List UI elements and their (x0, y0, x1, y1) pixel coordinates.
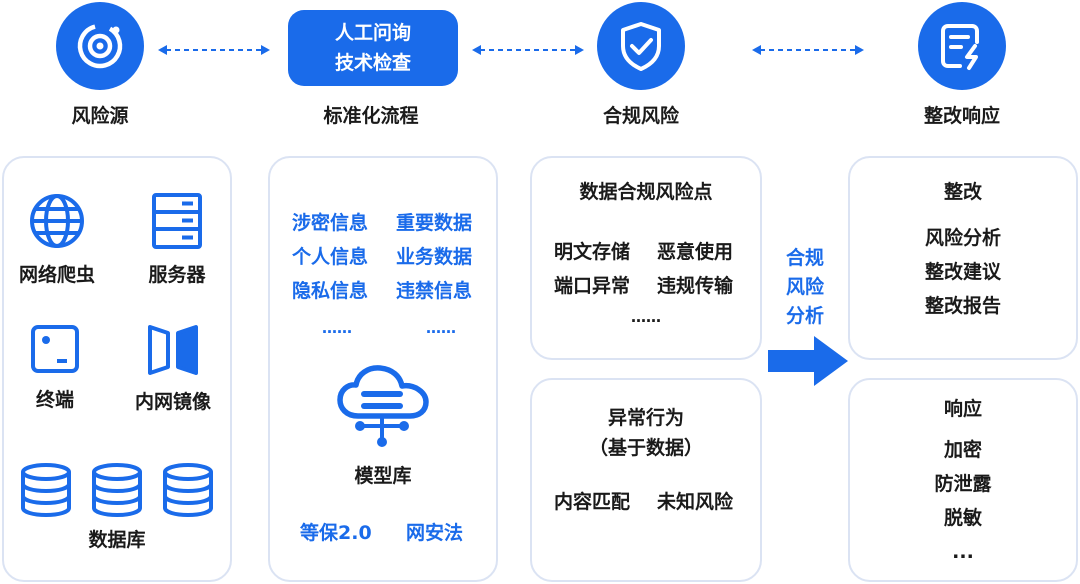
server-icon (152, 193, 202, 249)
shield-check-icon (597, 2, 685, 90)
process-pill-line1: 人工问询 (334, 22, 411, 44)
anomaly-item: 未知风险 (657, 491, 734, 513)
mirror-icon (148, 325, 198, 375)
anomaly-title: 异常行为 （基于数据） (530, 403, 762, 463)
rectify-item: 整改报告 (924, 295, 1001, 317)
rectify-item: 风险分析 (924, 227, 1001, 249)
risk-point-item: 端口异常 (554, 275, 631, 297)
risk-point-more: …… (631, 308, 661, 326)
rectify-item: 整改建议 (924, 261, 1001, 283)
model-library-label: 模型库 (354, 465, 412, 487)
crawler-label: 网络爬虫 (18, 264, 95, 286)
anomaly-panel (530, 378, 762, 582)
respond-item: ... (952, 541, 974, 563)
rectify-list: 风险分析 整改建议 整改报告 (848, 221, 1078, 323)
info-item: 涉密信息 (292, 212, 369, 234)
info-item: 重要数据 (396, 212, 473, 234)
anomaly-item: 内容匹配 (554, 491, 631, 513)
compliance-label: 合规风险 (602, 105, 679, 127)
analysis-label-line2: 风险 (785, 276, 824, 298)
mirror-label: 内网镜像 (134, 391, 211, 413)
database-icon (21, 463, 213, 518)
database-label: 数据库 (88, 529, 146, 551)
report-edit-icon (918, 2, 1006, 90)
terminal-item: 终端 (10, 323, 100, 412)
server-label: 服务器 (148, 264, 206, 286)
info-column-1: 涉密信息 个人信息 隐私信息 …… (292, 206, 382, 348)
process-pill-line2: 技术检查 (334, 52, 411, 74)
cloud-network-icon (337, 365, 429, 447)
respond-panel (848, 378, 1078, 582)
info-item: …… (426, 319, 456, 337)
compliance-points-title: 数据合规风险点 (579, 181, 713, 203)
dashed-double-arrow (752, 42, 864, 56)
process-label: 标准化流程 (323, 105, 419, 127)
respond-item: 防泄露 (934, 473, 992, 495)
respond-list: 加密 防泄露 脱敏 ... (848, 433, 1078, 569)
right-arrow-icon (768, 336, 848, 386)
dashed-double-arrow (158, 42, 270, 56)
rectify-panel (848, 156, 1078, 360)
standard-djbh: 等保2.0 (300, 522, 372, 544)
respond-item: 脱敏 (943, 507, 982, 529)
respond-title: 响应 (943, 398, 982, 420)
dashed-double-arrow (472, 42, 584, 56)
response-label: 整改响应 (923, 105, 1000, 127)
analysis-label: 合规 风险 分析 (768, 244, 842, 331)
info-item: …… (322, 319, 352, 337)
risk-point-item: 违规传输 (657, 275, 734, 297)
risk-source-label: 风险源 (71, 105, 129, 127)
points-column-2: 恶意使用 违规传输 (657, 235, 733, 303)
risk-point-item: 明文存储 (554, 241, 631, 263)
analysis-label-line1: 合规 (785, 247, 824, 269)
terminal-label: 终端 (35, 389, 74, 411)
server-item: 服务器 (132, 192, 222, 287)
compliance-points-panel (530, 156, 762, 360)
info-item: 违禁信息 (396, 280, 473, 302)
risk-source-icon (56, 2, 144, 90)
info-item: 隐私信息 (292, 280, 369, 302)
globe-icon (30, 194, 84, 248)
process-pill: 人工问询 技术检查 (288, 10, 458, 86)
mirror-item: 内网镜像 (128, 323, 218, 414)
anomaly-title-line2: （基于数据） (588, 437, 703, 459)
info-column-2: 重要数据 业务数据 违禁信息 …… (396, 206, 486, 348)
points-column-1: 明文存储 端口异常 (554, 235, 630, 303)
risk-point-item: 恶意使用 (657, 241, 734, 263)
rectify-title: 整改 (943, 181, 982, 203)
info-item: 个人信息 (292, 246, 369, 268)
info-item: 业务数据 (396, 246, 473, 268)
terminal-icon (31, 325, 79, 373)
standard-cyber-law: 网安法 (406, 522, 464, 544)
respond-item: 加密 (943, 439, 982, 461)
crawler-item: 网络爬虫 (12, 192, 102, 287)
anomaly-title-line1: 异常行为 (607, 407, 684, 429)
analysis-label-line3: 分析 (785, 305, 824, 327)
